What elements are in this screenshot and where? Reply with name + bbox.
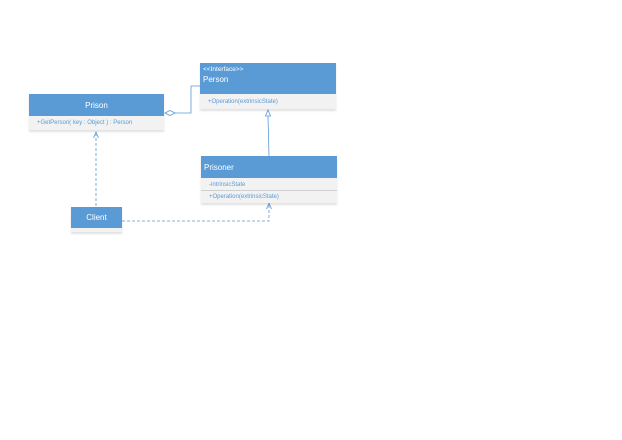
open-arrow-icon — [266, 201, 272, 210]
compartment-divider — [201, 190, 337, 191]
class-name: Prisoner — [204, 162, 234, 172]
attributes-compartment: -intrinsicState — [201, 178, 337, 190]
class-client[interactable]: Client — [71, 207, 122, 232]
class-header: <<Interface>> Person — [200, 63, 336, 94]
dependency-client-prisoner — [122, 201, 272, 222]
operations-compartment: +Operation(extrinsicState) — [200, 94, 336, 109]
stereotype-label: <<Interface>> — [203, 66, 244, 73]
class-name: Client — [86, 213, 107, 222]
class-prison[interactable]: Prison +GetPerson( key : Object ) : Pers… — [29, 94, 164, 130]
class-prisoner[interactable]: Prisoner -intrinsicState +Operation(extr… — [201, 156, 337, 203]
class-header: Prisoner — [201, 156, 337, 178]
class-name: Prison — [85, 100, 108, 110]
realization-prisoner-person — [264, 108, 272, 157]
aggregation-diamond-icon — [164, 110, 176, 116]
dependency-client-prison — [93, 130, 99, 206]
operation-label: +Operation(extrinsicState) — [208, 99, 278, 105]
class-header: Client — [71, 207, 122, 228]
aggregation-prison-person — [164, 85, 200, 116]
open-arrow-icon — [93, 130, 99, 139]
attribute-label: -intrinsicState — [209, 182, 246, 188]
class-header: Prison — [29, 94, 164, 116]
interface-person[interactable]: <<Interface>> Person +Operation(extrinsi… — [200, 63, 336, 109]
operations-compartment: +Operation(extrinsicState) — [201, 191, 337, 203]
operations-compartment: +GetPerson( key : Object ) : Person — [29, 116, 164, 130]
triangle-arrow-icon — [264, 108, 272, 117]
operation-label: +GetPerson( key : Object ) : Person — [37, 120, 133, 126]
empty-compartment — [71, 228, 122, 232]
class-name: Person — [203, 75, 229, 84]
operation-label: +Operation(extrinsicState) — [209, 194, 279, 200]
